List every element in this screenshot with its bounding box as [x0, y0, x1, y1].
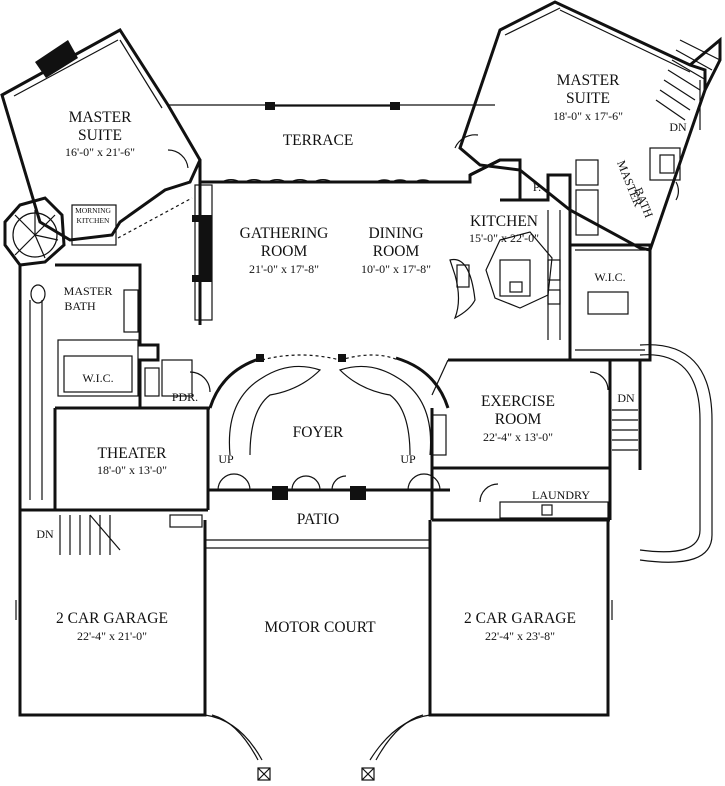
wic-left-name: W.I.C.	[82, 371, 113, 385]
exercise-laundry-walls	[430, 344, 713, 563]
spiral-stair-left	[3, 196, 66, 267]
exercise-room-name-2: ROOM	[495, 411, 542, 428]
master-suite-right-name-2: SUITE	[566, 90, 610, 107]
stair-dn-top-right-label: DN	[669, 120, 687, 134]
stair-up-right-label: UP	[400, 452, 416, 466]
garage-right-dims: 22'-4" x 23'-8"	[485, 629, 555, 643]
wic-right-name: W.I.C.	[594, 270, 625, 284]
master-suite-left-name-2: SUITE	[78, 127, 122, 144]
stair-dn-exercise-label: DN	[617, 391, 635, 405]
morning-kitchen-name-2: KITCHEN	[77, 216, 110, 225]
kitchen-name: KITCHEN	[470, 213, 538, 230]
stair-top-right	[655, 36, 722, 130]
dining-room-name-1: DINING	[368, 225, 423, 242]
wic-right-walls	[570, 243, 652, 362]
patio-name: PATIO	[297, 511, 340, 528]
master-suite-right-dims: 18'-0" x 17'-6"	[553, 109, 623, 123]
master-suite-right-walls	[454, 0, 707, 252]
stair-dn-garage-label: DN	[36, 527, 54, 541]
master-bath-left-name-2: BATH	[64, 299, 96, 313]
kitchen-walls	[449, 158, 572, 360]
laundry-name: LAUNDRY	[532, 488, 590, 502]
stair-labels: UP UP DN DN DN	[36, 120, 687, 541]
theater-dims: 18'-0" x 13'-0"	[97, 463, 167, 477]
exercise-room-name-1: EXERCISE	[481, 393, 555, 410]
pantry-name: P.	[533, 180, 541, 194]
motor-court-name: MOTOR COURT	[264, 619, 376, 636]
terrace-name: TERRACE	[283, 132, 354, 149]
gathering-room-name-2: ROOM	[261, 243, 308, 260]
room-labels: MASTER SUITE 16'-0" x 21'-6" MASTER SUIT…	[56, 72, 656, 643]
main-block-walls	[192, 158, 501, 325]
exercise-room-dims: 22'-4" x 13'-0"	[483, 430, 553, 444]
gathering-room-dims: 21'-0" x 17'-8"	[249, 262, 319, 276]
dining-room-dims: 10'-0" x 17'-8"	[361, 262, 431, 276]
stair-up-left-label: UP	[218, 452, 234, 466]
foyer-name: FOYER	[293, 424, 344, 441]
garage-left-dims: 22'-4" x 21'-0"	[77, 629, 147, 643]
foyer-walls	[208, 354, 450, 500]
master-suite-left-dims: 16'-0" x 21'-6"	[65, 145, 135, 159]
garage-right-name: 2 CAR GARAGE	[464, 610, 576, 627]
master-suite-left-walls	[0, 28, 202, 246]
theater-name: THEATER	[98, 445, 168, 462]
powder-name: PDR.	[172, 390, 198, 404]
master-suite-right-name-1: MASTER	[557, 72, 621, 89]
garage-left-name: 2 CAR GARAGE	[56, 610, 168, 627]
terrace-outline	[168, 102, 495, 110]
gathering-room-name-1: GATHERING	[240, 225, 329, 242]
morning-kitchen-name-1: MORNING	[75, 206, 111, 215]
master-bath-left-name-1: MASTER	[64, 284, 113, 298]
motor-court-outline	[204, 539, 431, 781]
kitchen-dims: 15'-0" x 22'-0"	[469, 231, 539, 245]
master-suite-left-name-1: MASTER	[69, 109, 133, 126]
dining-room-name-2: ROOM	[373, 243, 420, 260]
